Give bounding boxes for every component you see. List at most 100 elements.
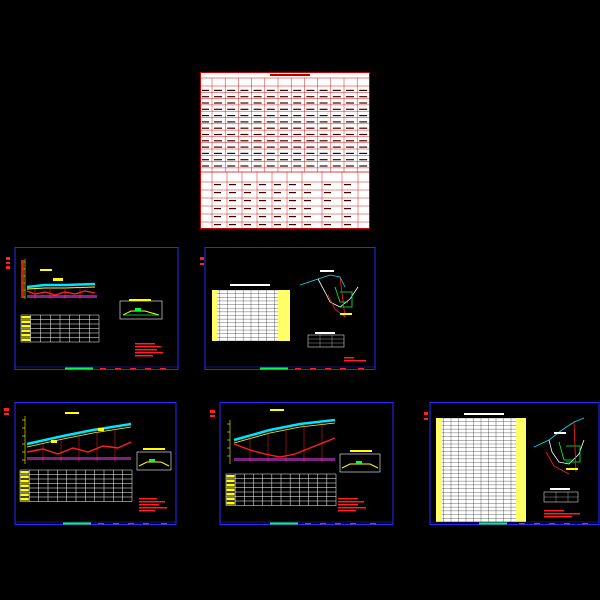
cell-mark: [359, 89, 368, 91]
profile-sheet-1-drawing: [6, 247, 179, 370]
cell-mark: [21, 325, 31, 328]
cell-mark: [344, 208, 351, 210]
cell-mark: [319, 89, 328, 91]
cell-mark: [259, 200, 266, 202]
cell-mark: [227, 115, 236, 117]
cell-mark: [253, 140, 262, 142]
cell-mark: [21, 320, 31, 323]
cell-mark: [289, 192, 296, 194]
cell-mark: [214, 133, 222, 136]
cell-mark: [244, 200, 251, 202]
cell-mark: [306, 165, 315, 167]
cell-mark: [259, 224, 266, 226]
cell-mark: [319, 96, 328, 98]
cell-mark: [359, 108, 368, 110]
cell-mark: [304, 216, 311, 218]
cell-mark: [266, 121, 275, 123]
cell-mark: [20, 480, 29, 483]
cell-mark: [244, 224, 251, 226]
cell-mark: [240, 89, 249, 91]
cell-mark: [293, 152, 302, 154]
cell-mark: [293, 127, 302, 129]
cell-mark: [324, 224, 331, 226]
cell-mark: [280, 102, 288, 104]
cell-mark: [306, 152, 315, 154]
cell-mark: [306, 108, 315, 110]
cell-mark: [359, 121, 368, 123]
cell-mark: [227, 89, 236, 91]
cell-mark: [332, 146, 341, 148]
section-sheet-2[interactable]: [424, 402, 600, 527]
cell-mark: [20, 475, 29, 478]
cell-mark: [280, 89, 288, 91]
cell-mark: [266, 89, 275, 91]
cell-mark: [253, 133, 262, 136]
cell-mark: [319, 140, 328, 142]
cell-mark: [202, 133, 209, 136]
cell-mark: [229, 224, 236, 226]
cell-mark: [253, 108, 262, 110]
cell-mark: [293, 146, 302, 148]
cell-mark: [202, 159, 209, 161]
cell-mark: [202, 108, 209, 110]
profile-sheet-3[interactable]: [210, 402, 394, 527]
cell-mark: [289, 216, 296, 218]
cell-mark: [240, 133, 249, 136]
profile-sheet-1[interactable]: [5, 247, 179, 372]
cell-mark: [293, 115, 302, 117]
cell-mark: [289, 184, 296, 186]
cell-mark: [346, 152, 354, 154]
cell-mark: [240, 121, 249, 123]
cell-mark: [214, 216, 221, 218]
cell-mark: [344, 216, 351, 218]
cell-mark: [274, 200, 281, 202]
cell-mark: [280, 133, 288, 136]
cell-mark: [214, 200, 221, 202]
cell-mark: [332, 121, 341, 123]
profile-sheet-2[interactable]: [3, 402, 177, 527]
cell-mark: [306, 121, 315, 123]
cell-mark: [359, 102, 368, 104]
cell-mark: [266, 108, 275, 110]
cell-mark: [227, 140, 236, 142]
cell-mark: [280, 159, 288, 161]
cell-mark: [227, 121, 236, 123]
cell-mark: [244, 184, 251, 186]
cell-mark: [306, 89, 315, 91]
cell-mark: [226, 484, 235, 487]
cell-mark: [244, 208, 251, 210]
section-sheet-1[interactable]: [200, 247, 376, 372]
cell-mark: [293, 89, 302, 91]
cell-mark: [344, 200, 351, 202]
cell-mark: [332, 115, 341, 117]
cell-mark: [293, 133, 302, 136]
cell-mark: [21, 334, 31, 337]
cell-mark: [253, 121, 262, 123]
summary-table-sheet[interactable]: [200, 72, 370, 229]
cell-mark: [226, 493, 235, 496]
profile-sheet-3-drawing: [210, 402, 394, 525]
cell-mark: [359, 96, 368, 98]
cell-mark: [306, 133, 315, 136]
cell-mark: [332, 96, 341, 98]
cell-mark: [289, 200, 296, 202]
cell-mark: [253, 115, 262, 117]
cell-mark: [214, 152, 222, 154]
cell-mark: [214, 140, 222, 142]
cell-mark: [214, 184, 221, 186]
cell-mark: [319, 159, 328, 161]
cell-mark: [346, 133, 354, 136]
cell-mark: [346, 159, 354, 161]
cell-mark: [306, 102, 315, 104]
cell-mark: [306, 115, 315, 117]
cell-mark: [214, 208, 221, 210]
cell-mark: [20, 484, 29, 487]
cell-mark: [214, 127, 222, 129]
cell-mark: [202, 102, 209, 104]
cell-mark: [359, 115, 368, 117]
cell-mark: [227, 165, 236, 167]
cell-mark: [259, 184, 266, 186]
cell-mark: [214, 115, 222, 117]
cell-mark: [214, 159, 222, 161]
cell-mark: [227, 96, 236, 98]
